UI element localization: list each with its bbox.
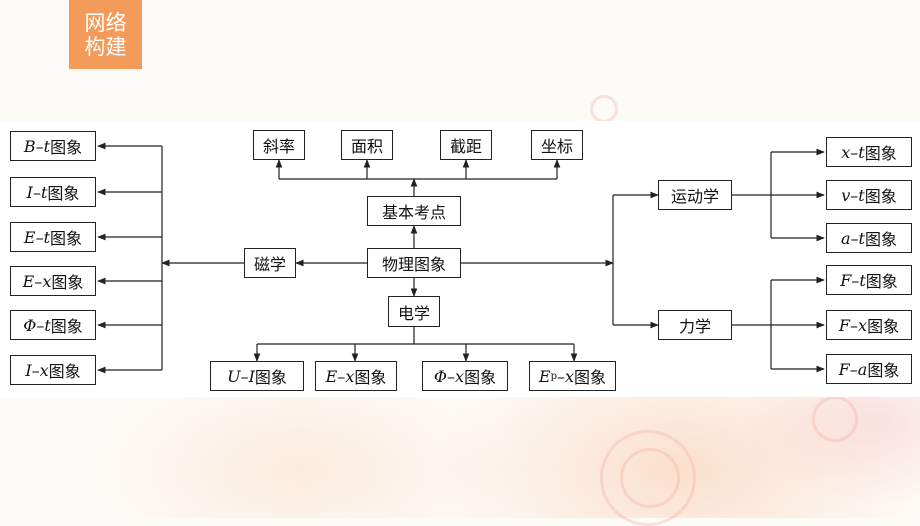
motion-node: 运动学 — [658, 180, 732, 210]
section-badge: 网络 构建 — [69, 0, 142, 69]
force-node: 力学 — [658, 310, 732, 340]
basic-item-intercept: 截距 — [440, 130, 492, 160]
badge-line-2: 构建 — [84, 34, 127, 59]
decorative-ring — [620, 448, 680, 508]
basic-item-area: 面积 — [341, 130, 393, 160]
basic-item-slope: 斜率 — [253, 130, 305, 160]
decorative-ring — [812, 396, 858, 442]
basic-node: 基本考点 — [367, 196, 461, 226]
electricity-node: 电学 — [388, 296, 440, 327]
basic-item-coordinate: 坐标 — [531, 130, 583, 160]
root-node: 物理图象 — [367, 248, 461, 278]
badge-line-1: 网络 — [84, 10, 127, 35]
magnetism-node: 磁学 — [244, 248, 296, 278]
